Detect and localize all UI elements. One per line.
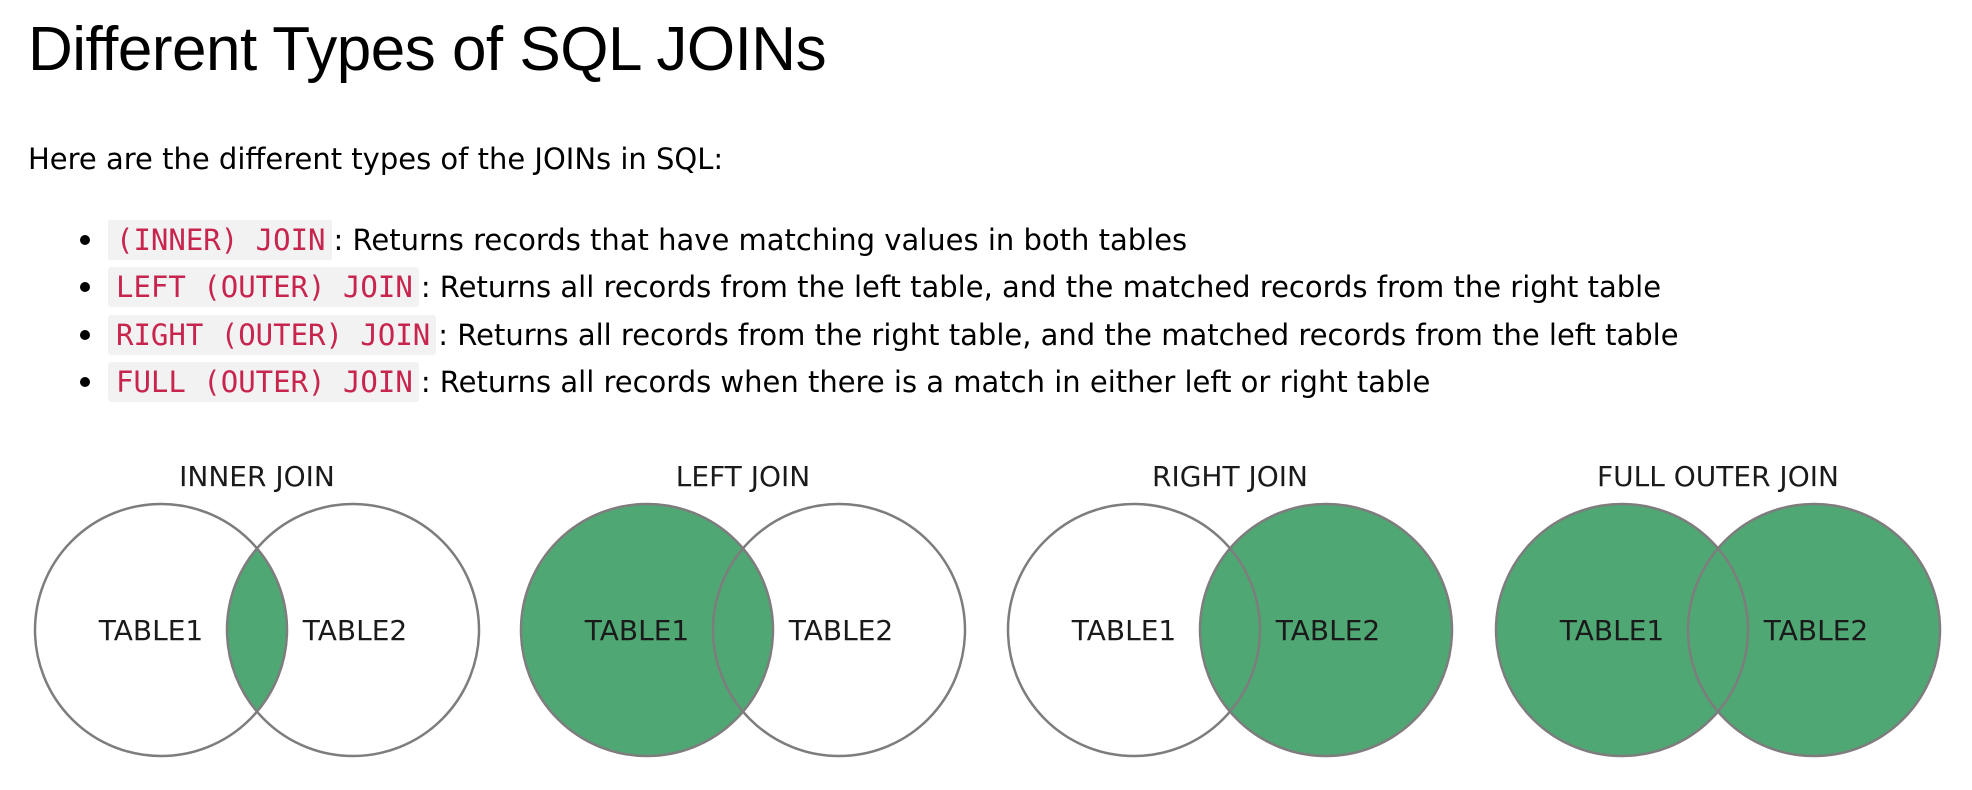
right-join-code: RIGHT (OUTER) JOIN [108, 314, 437, 355]
venn-full-join: FULL OUTER JOIN TABLE1 TABLE2 [1494, 460, 1942, 758]
table2-label: TABLE2 [302, 614, 407, 647]
join-types-list: (INNER) JOIN : Returns records that have… [0, 216, 1679, 406]
full-join-description: : Returns all records when there is a ma… [420, 365, 1431, 400]
bullet-icon [80, 377, 90, 388]
table2-fill [1688, 504, 1940, 756]
table1-circle [1494, 502, 1750, 758]
table1-label: TABLE1 [584, 614, 689, 647]
venn-title: LEFT JOIN [676, 460, 810, 493]
table1-circle [33, 502, 289, 758]
venn-diagrams: INNER JOIN TABLE1 TABLE2 LEFT JOIN TABLE1 TAB… [0, 450, 1972, 780]
right-join-description: : Returns all records from the right tab… [438, 317, 1679, 352]
intro-text: Here are the different types of the JOIN… [28, 142, 724, 176]
venn-title: INNER JOIN [179, 460, 335, 493]
table2-circle [1686, 502, 1942, 758]
table1-label: TABLE1 [1071, 614, 1176, 647]
table1-label: TABLE1 [98, 614, 203, 647]
bullet-icon [80, 282, 90, 293]
table1-circle [1006, 502, 1262, 758]
full-join-code: FULL (OUTER) JOIN [108, 362, 419, 403]
table1-label: TABLE1 [1559, 614, 1664, 647]
table2-label: TABLE2 [788, 614, 893, 647]
list-item-inner-join: (INNER) JOIN : Returns records that have… [0, 216, 1679, 264]
bullet-icon [80, 234, 90, 245]
left-join-code: LEFT (OUTER) JOIN [108, 267, 419, 308]
venn-right-join: RIGHT JOIN TABLE1 TABLE2 [1006, 460, 1454, 758]
table1-circle [519, 502, 775, 758]
bullet-icon [80, 329, 90, 340]
venn-title: FULL OUTER JOIN [1597, 460, 1839, 493]
table2-circle [225, 502, 481, 758]
page-title: Different Types of SQL JOINs [28, 15, 827, 84]
list-item-left-join: LEFT (OUTER) JOIN : Returns all records … [0, 264, 1679, 312]
venn-diagrams-canvas: INNER JOIN TABLE1 TABLE2 LEFT JOIN TABLE1 TAB… [33, 460, 1942, 758]
table2-fill [1200, 504, 1452, 756]
table2-label: TABLE2 [1763, 614, 1868, 647]
table1-fill [521, 504, 773, 756]
inner-join-description: : Returns records that have matching val… [333, 222, 1188, 257]
table2-label: TABLE2 [1275, 614, 1380, 647]
table2-circle [711, 502, 967, 758]
table1-fill [1496, 504, 1748, 756]
list-item-full-join: FULL (OUTER) JOIN : Returns all records … [0, 359, 1679, 407]
inner-join-code: (INNER) JOIN [108, 219, 332, 260]
left-join-description: : Returns all records from the left tabl… [420, 270, 1662, 305]
venn-title: RIGHT JOIN [1152, 460, 1308, 493]
venn-left-join: LEFT JOIN TABLE1 TABLE2 [519, 460, 967, 758]
table2-circle [1198, 502, 1454, 758]
venn-inner-join: INNER JOIN TABLE1 TABLE2 [33, 460, 481, 758]
list-item-right-join: RIGHT (OUTER) JOIN : Returns all records… [0, 311, 1679, 359]
